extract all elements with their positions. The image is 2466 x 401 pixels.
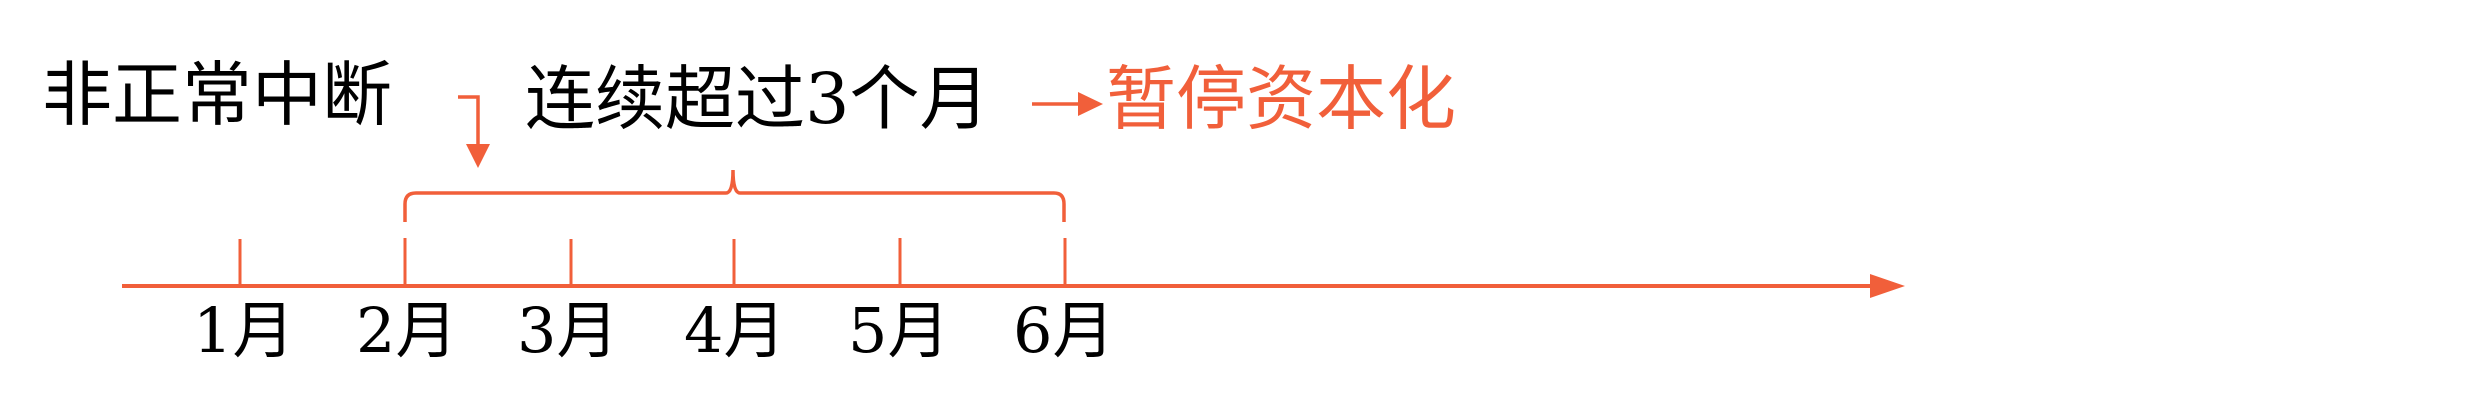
result-label: 暂停资本化 — [1106, 58, 1456, 140]
month-label-3: 3月 — [517, 294, 619, 367]
month-ticks — [238, 238, 1067, 286]
month-label-6: 6月 — [1013, 294, 1115, 367]
timeline-axis — [122, 274, 1905, 298]
interruption-label: 非正常中断 — [42, 54, 392, 136]
right-arrow-icon — [1032, 92, 1103, 116]
month-label-1: 1月 — [193, 294, 295, 367]
month-label-4: 4月 — [684, 294, 786, 367]
curly-brace — [403, 169, 1066, 222]
duration-label: 连续超过3个月 — [525, 58, 990, 140]
timeline-arrow-icon — [1870, 274, 1905, 298]
month-label-5: 5月 — [848, 294, 950, 367]
down-arrow-icon — [458, 95, 490, 168]
month-label-2: 2月 — [356, 294, 458, 367]
